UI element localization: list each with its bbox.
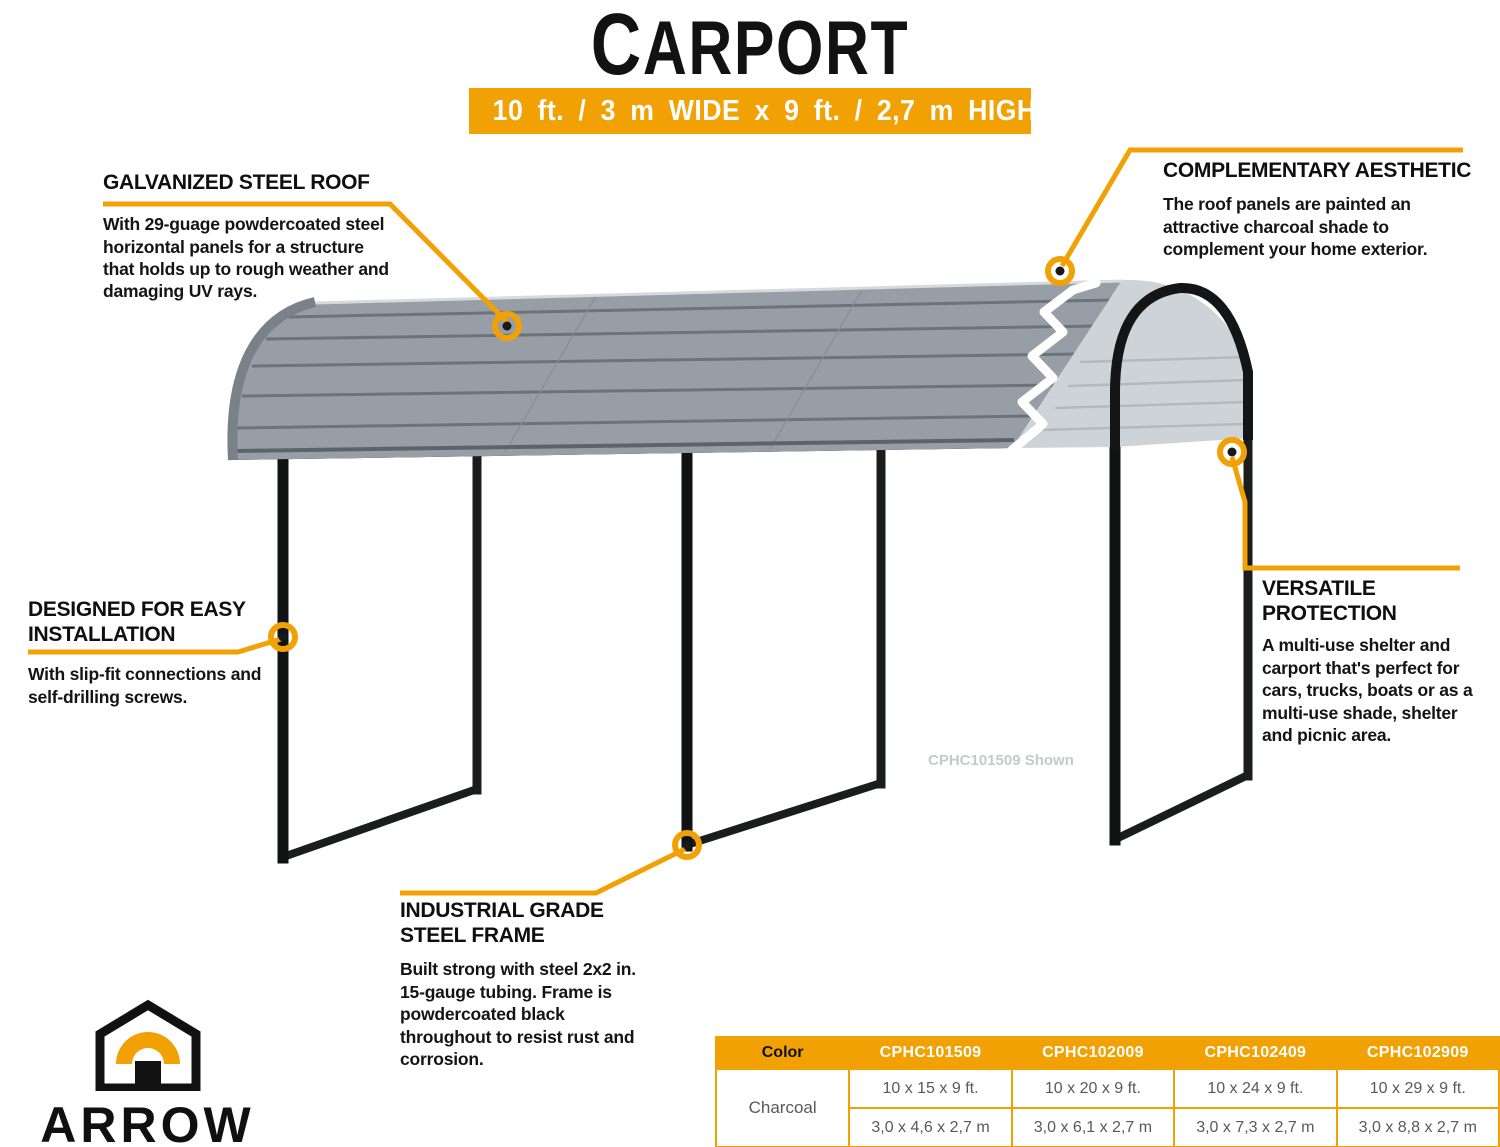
size-table: Color CPHC101509 CPHC102009 CPHC102409 C… <box>714 1036 1500 1147</box>
front-legs <box>277 441 1121 864</box>
table-header-model-1: CPHC101509 <box>848 1036 1013 1070</box>
marker-aesthetic <box>1045 256 1075 286</box>
cutaway-zigzag <box>1007 278 1101 455</box>
model-watermark: CPHC101509 Shown <box>928 752 1074 769</box>
callout-heading: GALVANIZED STEEL ROOF <box>103 171 370 194</box>
table-row: Charcoal 10 x 15 x 9 ft. 10 x 20 x 9 ft.… <box>714 1068 1500 1147</box>
arrow-house-icon <box>95 999 200 1093</box>
roof-end-panel <box>1007 278 1253 455</box>
color-value: Charcoal <box>714 1068 851 1147</box>
arch-frame-tube <box>1110 282 1253 450</box>
arrow-logo: ARROW STORAGE PRODUCTS™ <box>25 996 270 1147</box>
size-banner: 10 ft. / 3 m WIDE x 9 ft. / 2,7 m HIGH <box>469 88 1036 134</box>
size-m-1: 3,0 x 4,6 x 2,7 m <box>848 1107 1013 1147</box>
callout-body: The roof panels are painted an attractiv… <box>1163 194 1428 259</box>
size-ft-1: 10 x 15 x 9 ft. <box>848 1068 1013 1109</box>
callout-versatile-protection: VERSATILE PROTECTION A multi-use shelter… <box>1262 576 1480 746</box>
callout-heading: COMPLEMENTARY AESTHETIC <box>1163 159 1472 182</box>
callout-body: A multi-use shelter and carport that's p… <box>1262 635 1473 745</box>
table-header-model-2: CPHC102009 <box>1010 1036 1176 1070</box>
marker-frame <box>672 830 702 860</box>
size-m-2: 3,0 x 6,1 x 2,7 m <box>1010 1107 1176 1147</box>
size-banner-text: 10 ft. / 3 m WIDE x 9 ft. / 2,7 m HIGH <box>492 95 1037 127</box>
size-ft-3: 10 x 24 x 9 ft. <box>1173 1068 1338 1109</box>
ground-rails <box>284 771 1250 860</box>
callout-markers <box>268 256 1247 860</box>
callout-galvanized-steel-roof: GALVANIZED STEEL ROOF With 29-guage powd… <box>103 170 395 303</box>
marker-protection <box>1217 437 1247 467</box>
callout-body: With slip-fit connections and self-drill… <box>28 664 262 707</box>
table-header-color: Color <box>714 1036 851 1070</box>
callout-heading: DESIGNED FOR EASY INSTALLATION <box>28 598 246 647</box>
marker-install <box>268 622 298 652</box>
roof-panel <box>227 279 1123 461</box>
rear-legs <box>472 435 1253 795</box>
size-m-3: 3,0 x 7,3 x 2,7 m <box>1173 1107 1338 1147</box>
callout-complementary-aesthetic: COMPLEMENTARY AESTHETIC The roof panels … <box>1163 158 1475 260</box>
page-title: CARPORT <box>590 0 910 93</box>
logo-brand-text: ARROW <box>40 1097 255 1147</box>
callout-easy-installation: DESIGNED FOR EASY INSTALLATION With slip… <box>28 597 263 708</box>
size-ft-4: 10 x 29 x 9 ft. <box>1335 1068 1500 1109</box>
size-m-4: 3,0 x 8,8 x 2,7 m <box>1335 1107 1500 1147</box>
size-ft-2: 10 x 20 x 9 ft. <box>1010 1068 1176 1109</box>
callout-body: With 29-guage powdercoated steel horizon… <box>103 214 389 302</box>
table-header-row: Color CPHC101509 CPHC102009 CPHC102409 C… <box>714 1036 1500 1070</box>
callout-body: Built strong with steel 2x2 in. 15-gauge… <box>400 959 636 1069</box>
callout-heading: INDUSTRIAL GRADE STEEL FRAME <box>400 899 604 948</box>
marker-roof <box>492 311 522 341</box>
table-header-model-3: CPHC102409 <box>1173 1036 1338 1070</box>
table-row: 3,0 x 4,6 x 2,7 m 3,0 x 6,1 x 2,7 m 3,0 … <box>716 1107 1500 1147</box>
callout-steel-frame: INDUSTRIAL GRADE STEEL FRAME Built stron… <box>400 898 658 1070</box>
callout-heading: VERSATILE PROTECTION <box>1262 577 1397 626</box>
table-header-model-4: CPHC102909 <box>1335 1036 1500 1070</box>
